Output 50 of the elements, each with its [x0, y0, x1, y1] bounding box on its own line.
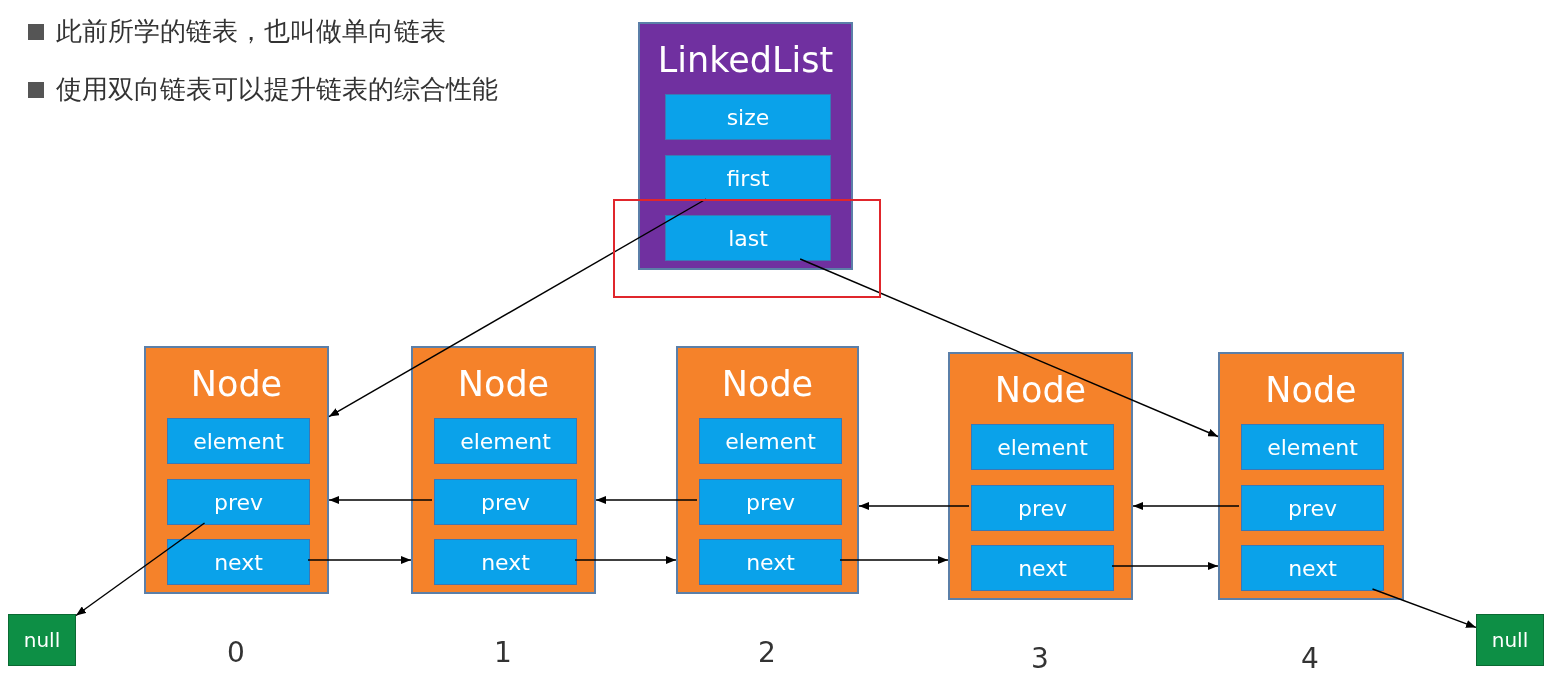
arrow [307, 556, 412, 564]
arrow [1111, 562, 1219, 570]
class-title: Node [993, 370, 1088, 410]
node-box [144, 346, 329, 594]
arrow [839, 556, 949, 564]
field-box: next [971, 545, 1114, 591]
arrow [328, 496, 433, 504]
node-box [1218, 352, 1404, 600]
field-box: next [699, 539, 842, 585]
arrow [595, 496, 698, 504]
arrow [574, 556, 677, 564]
class-title: Node [456, 364, 551, 404]
index-number: 4 [1301, 642, 1319, 675]
node-box [411, 346, 596, 594]
index-number: 0 [227, 636, 245, 669]
field-box: first [665, 155, 831, 201]
null-box: null [1476, 614, 1544, 666]
field-box: element [167, 418, 310, 464]
arrow [1132, 502, 1240, 510]
field-box: next [167, 539, 310, 585]
node-box [948, 352, 1133, 600]
class-title: Node [1264, 370, 1358, 410]
bullet-text: 使用双向链表可以提升链表的综合性能 [56, 73, 498, 106]
field-box: size [665, 94, 831, 140]
arrow [858, 502, 970, 510]
class-box [638, 22, 853, 270]
field-box: prev [434, 479, 577, 525]
field-box: last [665, 215, 831, 261]
arrow [799, 258, 1219, 438]
field-box: prev [167, 479, 310, 525]
bullet-text: 此前所学的链表，也叫做单向链表 [56, 15, 446, 48]
field-box: element [699, 418, 842, 464]
null-box: null [8, 614, 76, 666]
class-title: Node [720, 364, 815, 404]
field-box: prev [699, 479, 842, 525]
field-box: prev [971, 485, 1114, 531]
index-number: 3 [1031, 642, 1049, 675]
arrow [1371, 588, 1477, 629]
arrow [75, 522, 206, 617]
field-box: element [971, 424, 1114, 470]
field-box: next [434, 539, 577, 585]
node-box [676, 346, 859, 594]
index-number: 2 [758, 636, 776, 669]
field-box: element [434, 418, 577, 464]
field-box: next [1241, 545, 1384, 591]
index-number: 1 [494, 636, 512, 669]
class-title: LinkedList [656, 40, 835, 80]
class-title: Node [189, 364, 284, 404]
field-box: element [1241, 424, 1384, 470]
field-box: prev [1241, 485, 1384, 531]
